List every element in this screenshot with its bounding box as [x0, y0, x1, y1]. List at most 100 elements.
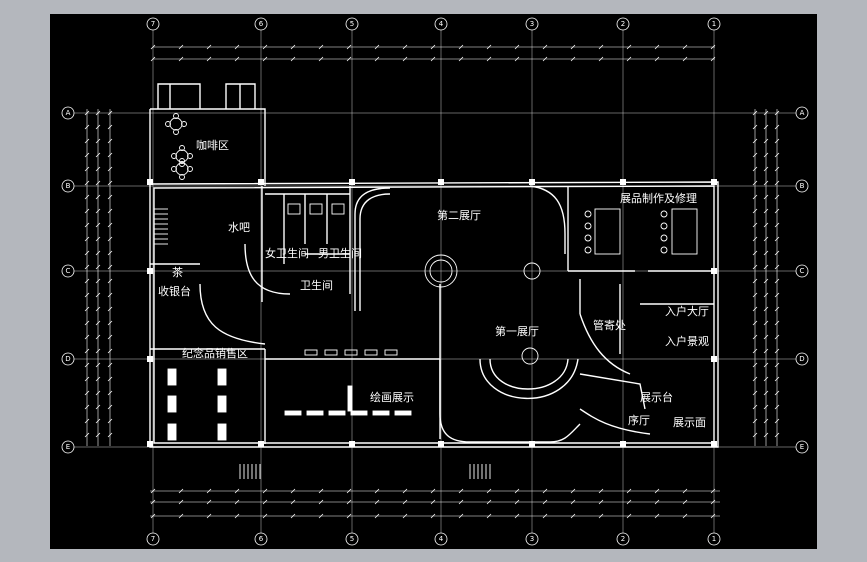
walls [149, 83, 719, 448]
axis-bubble-left: A [61, 106, 75, 120]
column-marker [711, 441, 717, 447]
column-marker [258, 179, 264, 185]
axis-bubble-right: B [795, 179, 809, 193]
svg-text:5: 5 [350, 20, 354, 28]
axis-grid-lines [68, 24, 800, 539]
column-marker [349, 441, 355, 447]
axis-bubble-bottom: 2 [616, 532, 630, 546]
svg-text:E: E [800, 443, 804, 451]
column-marker [147, 268, 153, 274]
svg-text:5: 5 [350, 535, 354, 543]
axis-bubble-right: C [795, 264, 809, 278]
column-marker [529, 441, 535, 447]
svg-text:B: B [800, 182, 805, 190]
svg-text:C: C [800, 267, 805, 275]
column-marker [529, 179, 535, 185]
stairs-icon [154, 208, 168, 245]
stairs-icon [239, 464, 261, 479]
axis-bubble-right: D [795, 352, 809, 366]
column-marker [438, 179, 444, 185]
axis-bubble-top: 4 [434, 17, 448, 31]
svg-text:D: D [65, 355, 70, 363]
column-marker [438, 441, 444, 447]
column-marker [147, 356, 153, 362]
dimension-ticks [84, 44, 780, 519]
display-case-icon [167, 368, 177, 386]
svg-text:D: D [799, 355, 804, 363]
svg-text:2: 2 [621, 535, 625, 543]
display-case-icon [217, 368, 227, 386]
cafe-table-icon [171, 158, 193, 180]
axis-bubble-top: 2 [616, 17, 630, 31]
column-marker [620, 441, 626, 447]
cafe-table-icon [165, 113, 187, 135]
axis-bubble-top: 5 [345, 17, 359, 31]
painting-panel-icon [306, 410, 324, 416]
column-marker [147, 179, 153, 185]
svg-text:3: 3 [530, 20, 534, 28]
work-table-icon [594, 208, 621, 255]
svg-text:6: 6 [259, 20, 264, 28]
display-box-icon [364, 349, 378, 356]
axis-bubble-bottom: 7 [146, 532, 160, 546]
axis-bubble-bottom: 5 [345, 532, 359, 546]
toilet-stall-icon [309, 203, 323, 215]
axis-bubble-bottom: 4 [434, 532, 448, 546]
column-marker [147, 441, 153, 447]
svg-text:1: 1 [712, 20, 716, 28]
display-case-icon [167, 395, 177, 413]
work-table-icon [671, 208, 698, 255]
axis-bubble-top: 7 [146, 17, 160, 31]
svg-text:C: C [66, 267, 71, 275]
axis-bubble-top: 3 [525, 17, 539, 31]
svg-text:E: E [66, 443, 70, 451]
display-point-icon [523, 262, 541, 280]
display-box-icon [384, 349, 398, 356]
display-box-icon [344, 349, 358, 356]
axis-bubble-bottom: 1 [707, 532, 721, 546]
axis-bubble-right: E [795, 440, 809, 454]
svg-text:6: 6 [259, 535, 264, 543]
toilet-stall-icon [331, 203, 345, 215]
axis-bubble-left: C [61, 264, 75, 278]
display-case-icon [217, 395, 227, 413]
cafe-table-icon [171, 145, 193, 167]
round-pedestal-icon [424, 254, 458, 288]
svg-text:1: 1 [712, 535, 716, 543]
svg-text:4: 4 [439, 20, 444, 28]
axis-bubble-bottom: 3 [525, 532, 539, 546]
axis-bubble-right: A [795, 106, 809, 120]
furniture [154, 113, 698, 479]
display-point-icon [521, 347, 539, 365]
axis-bubble-left: E [61, 440, 75, 454]
painting-panel-icon [394, 410, 412, 416]
svg-text:2: 2 [621, 20, 625, 28]
svg-text:7: 7 [151, 535, 155, 543]
display-box-icon [324, 349, 338, 356]
column-marker [711, 356, 717, 362]
dimension-lines [86, 46, 778, 517]
axis-bubble-left: B [61, 179, 75, 193]
painting-panel-icon [372, 410, 390, 416]
axis-bubble-bottom: 6 [254, 532, 268, 546]
column-marker [258, 441, 264, 447]
column-marker [711, 268, 717, 274]
stairs-icon [469, 464, 491, 479]
svg-text:A: A [66, 109, 71, 117]
display-box-icon [304, 349, 318, 356]
svg-text:3: 3 [530, 535, 534, 543]
axis-bubble-top: 1 [707, 17, 721, 31]
column-marker [349, 179, 355, 185]
display-case-icon [217, 423, 227, 441]
svg-text:B: B [66, 182, 71, 190]
columns [147, 179, 717, 447]
column-marker [620, 179, 626, 185]
svg-text:A: A [800, 109, 805, 117]
painting-panel-icon [350, 410, 368, 416]
column-marker [711, 179, 717, 185]
axis-bubble-left: D [61, 352, 75, 366]
